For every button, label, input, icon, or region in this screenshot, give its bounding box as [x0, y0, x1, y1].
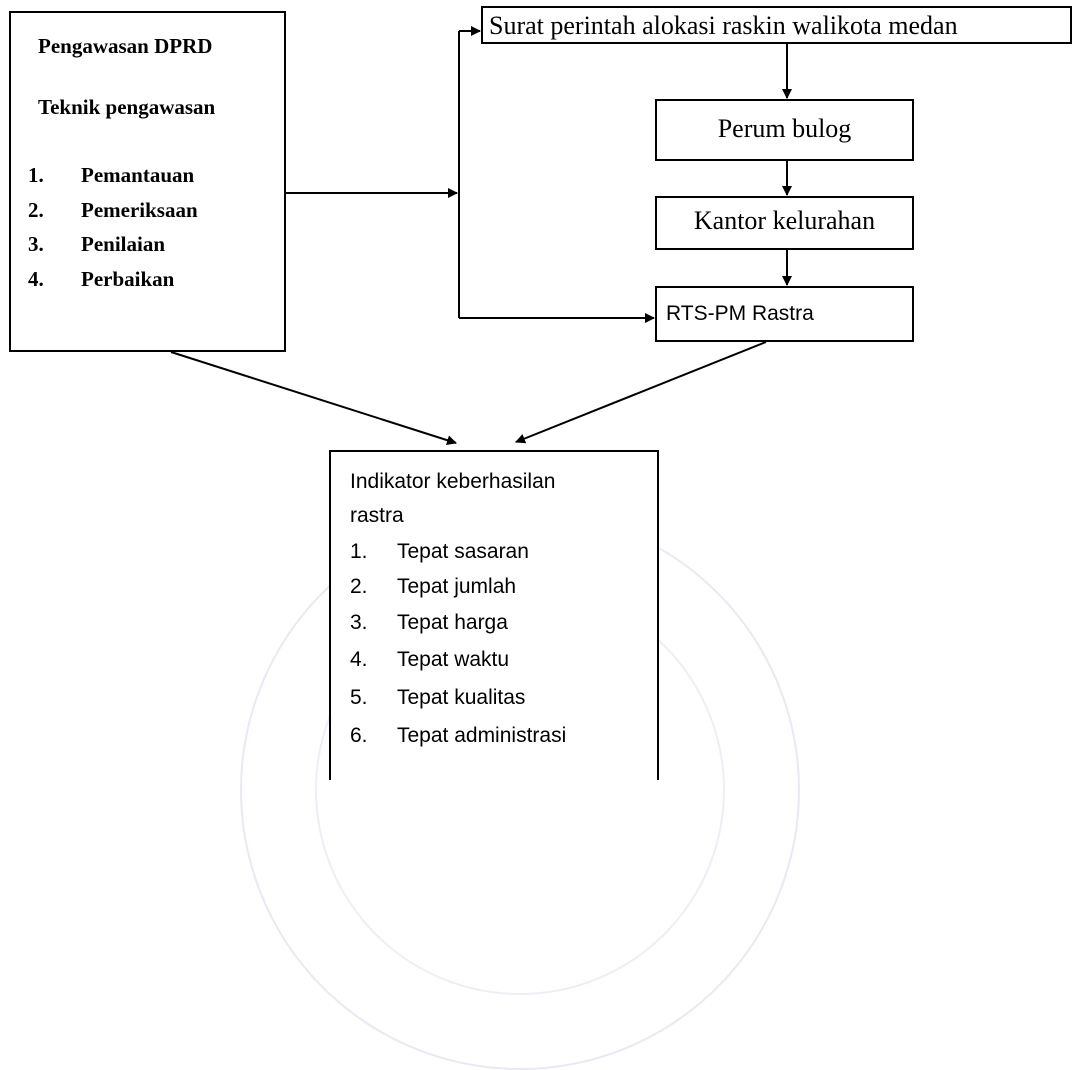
indikator-title-line1: Indikator keberhasilan — [350, 470, 556, 493]
indikator-item-label: Tepat jumlah — [397, 575, 517, 598]
dprd-item-number: 2. — [28, 198, 44, 222]
dprd-box-subtitle: Teknik pengawasan — [38, 95, 216, 119]
dprd-box-title: Pengawasan DPRD — [38, 34, 213, 58]
kantor-kelurahan-label: Kantor kelurahan — [693, 206, 876, 235]
indikator-item-number: 6. — [350, 724, 368, 747]
surat-perintah-box: Surat perintah alokasi raskin walikota m… — [481, 6, 1072, 44]
dprd-item-number: 4. — [28, 267, 44, 291]
indikator-item-number: 5. — [350, 686, 368, 709]
perum-bulog-box: Perum bulog — [655, 99, 914, 161]
arrow-dprd-to-indikator — [170, 351, 457, 446]
indikator-title-line2: rastra — [350, 504, 404, 527]
surat-perintah-label: Surat perintah alokasi raskin walikota m… — [489, 11, 958, 40]
dprd-item-label: Perbaikan — [81, 267, 175, 291]
dprd-item-label: Pemantauan — [81, 163, 195, 187]
indikator-item-label: Tepat sasaran — [397, 540, 529, 563]
indikator-keberhasilan-box: Indikator keberhasilan rastra 1. Tepat s… — [329, 450, 659, 780]
indikator-item-label: Tepat administrasi — [397, 724, 567, 747]
indikator-item-label: Tepat harga — [397, 611, 508, 634]
kantor-kelurahan-box: Kantor kelurahan — [655, 196, 914, 250]
indikator-item-number: 1. — [350, 540, 368, 563]
indikator-item-number: 4. — [350, 648, 368, 671]
arrow-rts-to-indikator — [515, 341, 767, 444]
dprd-item-number: 1. — [28, 163, 44, 187]
indikator-item-label: Tepat waktu — [397, 648, 510, 671]
perum-bulog-label: Perum bulog — [717, 114, 852, 143]
rts-pm-rastra-box: RTS-PM Rastra — [655, 286, 914, 342]
dprd-item-label: Pemeriksaan — [81, 198, 198, 222]
rts-pm-rastra-label: RTS-PM Rastra — [666, 302, 814, 325]
indikator-item-number: 2. — [350, 575, 368, 598]
dprd-item-number: 3. — [28, 232, 44, 256]
indikator-item-number: 3. — [350, 611, 368, 634]
connector-layer — [170, 26, 792, 446]
pengawasan-dprd-box: Pengawasan DPRD Teknik pengawasan 1. Pem… — [9, 11, 286, 352]
dprd-item-label: Penilaian — [81, 232, 166, 256]
indikator-item-label: Tepat kualitas — [397, 686, 526, 709]
